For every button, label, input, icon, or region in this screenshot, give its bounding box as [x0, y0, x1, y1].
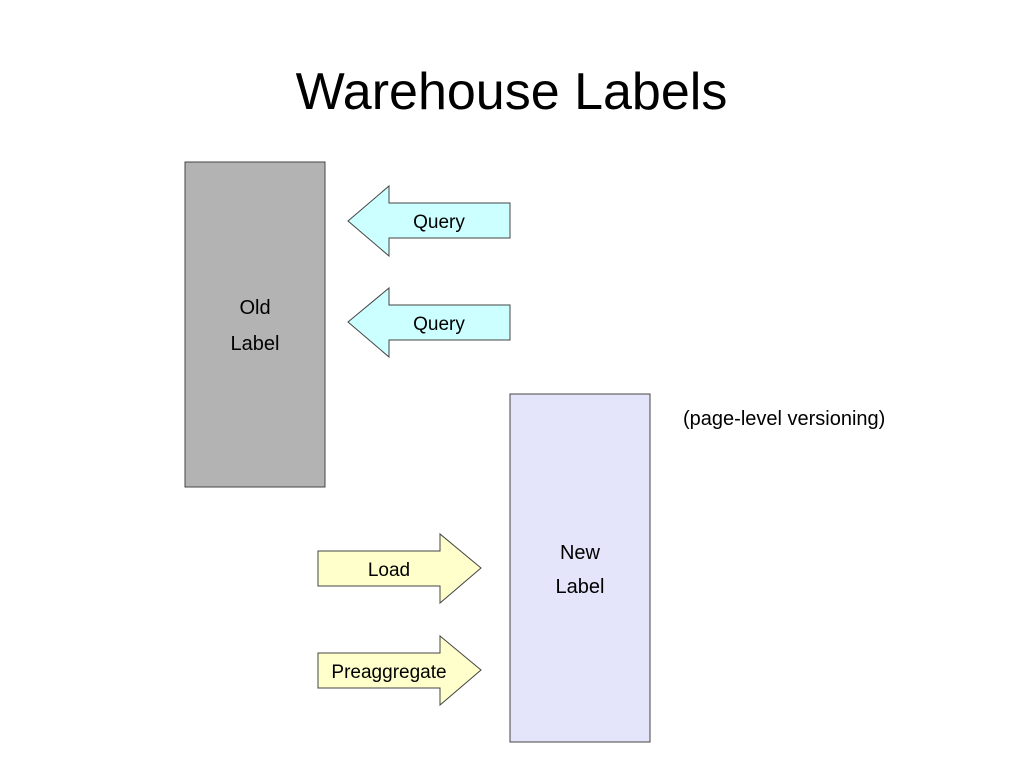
query-arrow-2-label: Query: [413, 314, 465, 335]
preaggregate-arrow-label: Preaggregate: [331, 662, 446, 683]
new-label-line1: New: [560, 542, 601, 564]
load-arrow: Load: [317, 532, 482, 605]
preaggregate-arrow: Preaggregate: [317, 634, 482, 707]
new-label-line2: Label: [556, 576, 605, 598]
old-label-line2: Label: [231, 333, 280, 355]
query-arrow-1: Query: [347, 184, 511, 258]
load-arrow-shape: [317, 532, 482, 605]
new-label-box: New Label: [509, 393, 651, 743]
load-arrow-label: Load: [368, 560, 410, 581]
old-label-rect: [184, 161, 326, 488]
old-label-box: Old Label: [184, 161, 326, 488]
query-arrow-1-label: Query: [413, 212, 465, 233]
preaggregate-arrow-shape: [317, 634, 482, 707]
new-label-rect: [509, 393, 651, 743]
versioning-note: (page-level versioning): [683, 408, 886, 430]
slide-title: Warehouse Labels: [295, 63, 728, 121]
query-arrow-1-shape: [347, 184, 511, 258]
old-label-line1: Old: [239, 297, 270, 319]
query-arrow-2-shape: [347, 286, 511, 359]
query-arrow-2: Query: [347, 286, 511, 359]
